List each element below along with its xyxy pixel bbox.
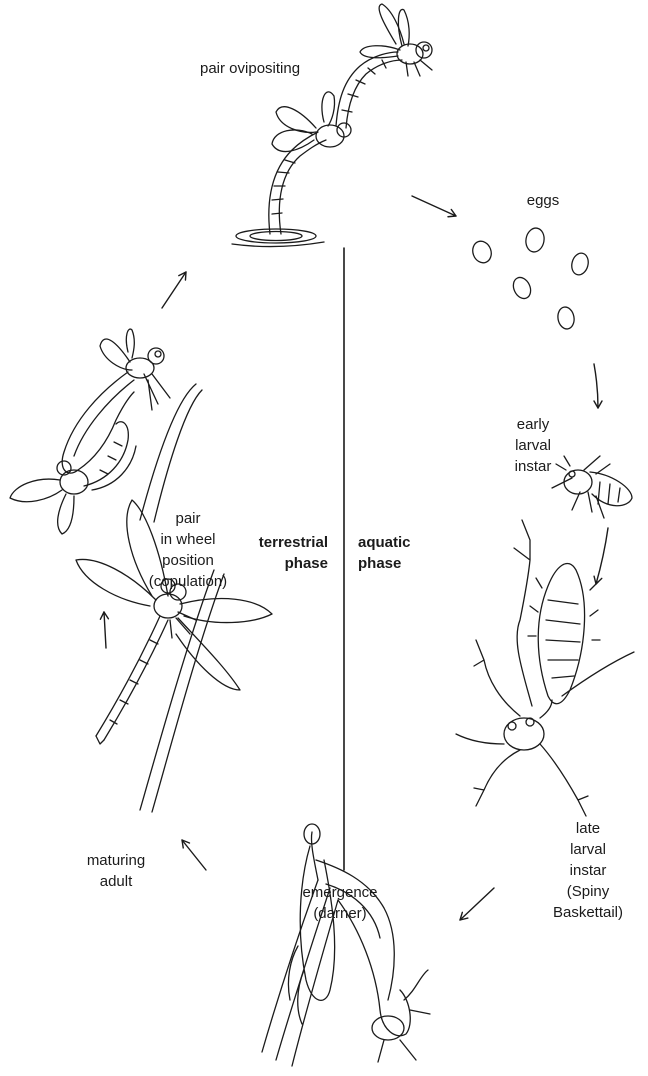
- label-pair-ovipositing: pair ovipositing: [200, 58, 300, 79]
- arrow-to-late-larva: [596, 528, 608, 584]
- label-pair-wheel: pair in wheel position (copulation): [130, 508, 246, 592]
- label-terrestrial-phase: terrestrial phase: [236, 532, 328, 574]
- label-early-larval-instar: early larval instar: [498, 414, 568, 477]
- arrow-to-ovipositing: [162, 272, 186, 308]
- arrow-to-early-larva: [594, 364, 598, 408]
- arrow-to-emergence: [460, 888, 494, 920]
- eggs-illustration: [470, 227, 591, 331]
- emergence-illustration: [262, 824, 430, 1066]
- pair-ovipositing-illustration: [232, 4, 432, 247]
- label-emergence: emergence (darner): [290, 882, 390, 924]
- label-eggs: eggs: [518, 190, 568, 211]
- label-maturing-adult: maturing adult: [78, 850, 154, 892]
- pair-wheel-illustration: [10, 329, 202, 534]
- arrow-to-pair-wheel: [104, 612, 106, 648]
- arrow-to-eggs: [412, 196, 456, 216]
- label-late-larval-instar: late larval instar (Spiny Baskettail): [538, 818, 638, 923]
- late-larva-illustration: [456, 520, 634, 816]
- arrow-to-maturing-adult: [182, 840, 206, 870]
- label-aquatic-phase: aquatic phase: [358, 532, 438, 574]
